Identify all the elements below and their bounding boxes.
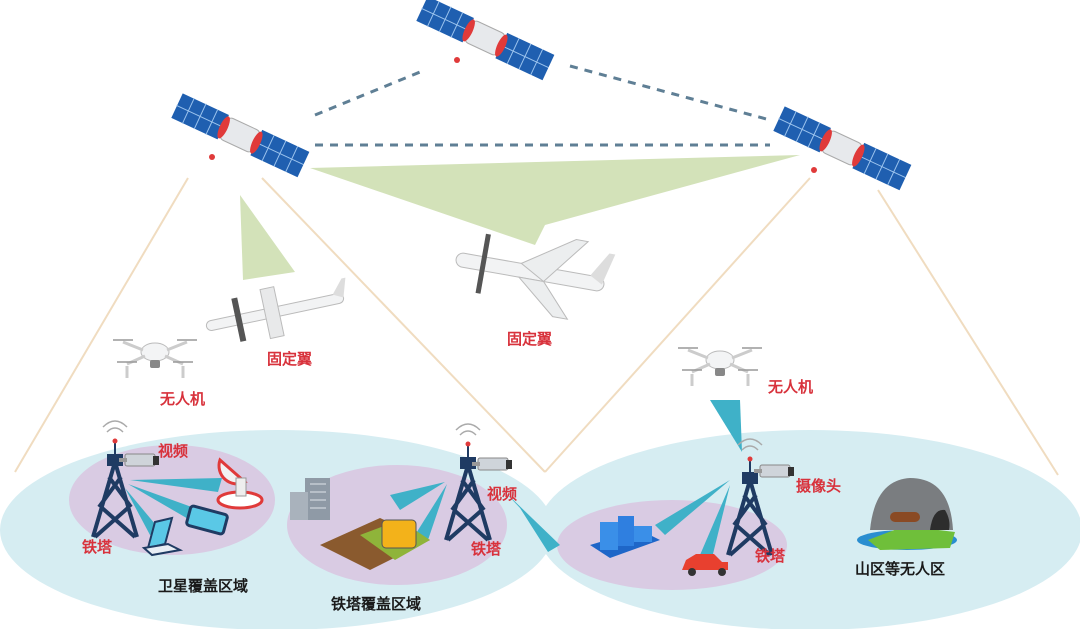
label-camera-right: 摄像头 <box>796 477 842 495</box>
inter-satellite-links <box>314 64 771 147</box>
camera-middle-icon <box>471 457 513 471</box>
fixed-wing-center-icon <box>455 233 616 320</box>
fixed-wing-left-icon <box>205 277 346 342</box>
satellite-coverage-lines <box>14 177 1059 476</box>
satellite-beam-to-plane <box>310 155 800 245</box>
label-satellite-coverage-area: 卫星覆盖区域 <box>158 577 249 595</box>
label-fixed-wing-left: 固定翼 <box>267 350 313 368</box>
satellite-right-icon <box>772 105 912 191</box>
drone-right-icon <box>676 346 764 388</box>
building-icon <box>290 478 330 520</box>
label-video-middle: 视频 <box>487 485 518 503</box>
drone-beam <box>710 400 742 452</box>
drone-left-icon <box>111 338 199 380</box>
label-drone-right: 无人机 <box>768 378 814 396</box>
car-icon <box>682 554 728 576</box>
label-tower-left: 铁塔 <box>82 538 113 556</box>
satellite-beam-left <box>240 195 295 280</box>
label-tower-right: 铁塔 <box>755 547 786 565</box>
camera-right-icon <box>753 464 795 478</box>
satellite-top-icon <box>415 0 555 81</box>
farm-robot-icon <box>320 518 430 570</box>
label-tower-middle: 铁塔 <box>471 540 502 558</box>
label-tower-coverage-area: 铁塔覆盖区域 <box>331 595 422 613</box>
camera-left-icon <box>118 453 160 467</box>
tower-beams <box>125 478 730 558</box>
laptop-icon <box>141 516 184 557</box>
label-fixed-wing-center: 固定翼 <box>507 330 553 348</box>
label-mountain-unmanned-area: 山区等无人区 <box>855 560 946 578</box>
phone-icon <box>185 504 229 536</box>
label-drone-left: 无人机 <box>160 390 206 408</box>
mountain-cave-icon <box>857 478 957 550</box>
label-video-left: 视频 <box>158 442 189 460</box>
satellite-left-icon <box>170 92 310 178</box>
city-buildings-icon <box>590 516 660 558</box>
satellite-dish-icon <box>216 457 264 510</box>
